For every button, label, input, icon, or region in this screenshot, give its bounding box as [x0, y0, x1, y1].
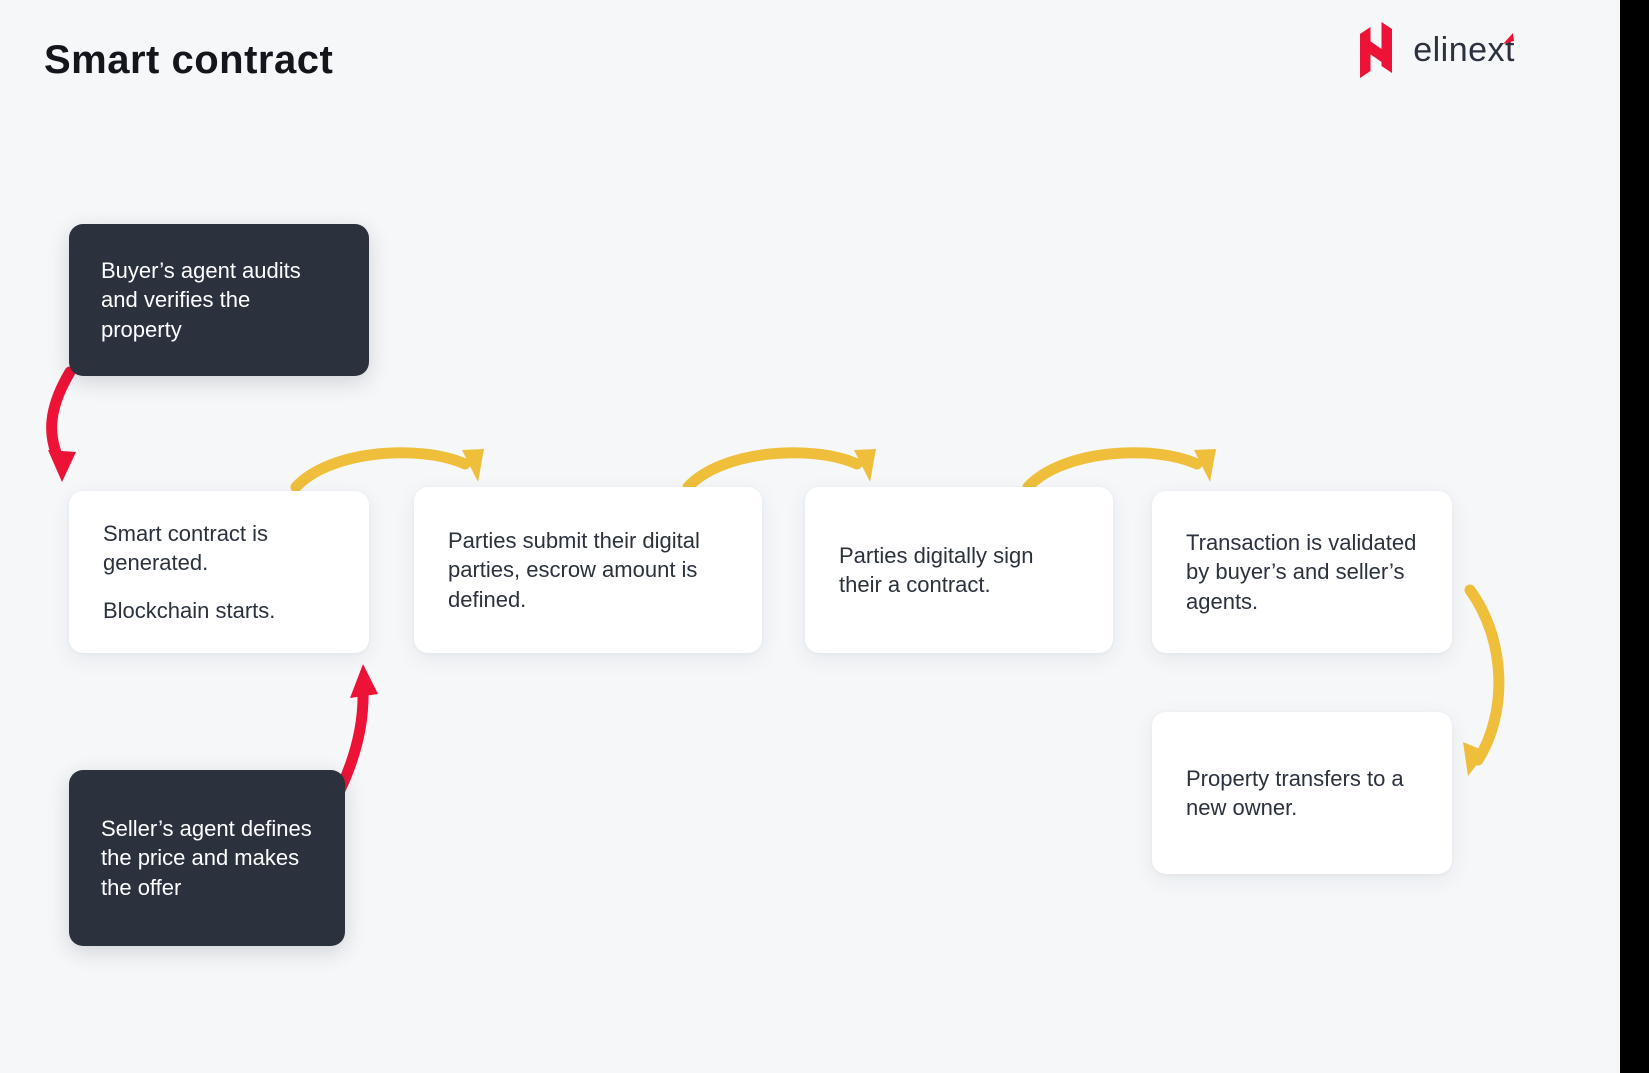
node-text: Parties digitally sign their a contract. — [839, 542, 1034, 597]
node-parties-submit[interactable]: Parties submit their digital parties, es… — [414, 487, 762, 653]
right-edge-band — [1620, 0, 1649, 1073]
connector-submit-to-sign — [682, 447, 876, 493]
node-text: Buyer’s agent audits and verifies the pr… — [101, 258, 301, 342]
node-smart-contract[interactable]: Smart contract is generated. Blockchain … — [69, 491, 369, 653]
brand-logo: elinext — [1353, 22, 1515, 78]
node-seller-agent[interactable]: Seller’s agent defines the price and mak… — [69, 770, 345, 946]
node-property-transfers[interactable]: Property transfers to a new owner. — [1152, 712, 1452, 874]
node-parties-sign[interactable]: Parties digitally sign their a contract. — [805, 487, 1113, 653]
connector-transaction-to-property — [1463, 584, 1505, 776]
node-text: Parties submit their digital parties, es… — [448, 528, 700, 612]
node-buyer-agent[interactable]: Buyer’s agent audits and verifies the pr… — [69, 224, 369, 376]
elinext-n-mark-icon — [1353, 22, 1399, 78]
connector-smart-to-submit — [290, 447, 484, 493]
connector-sign-to-transaction — [1022, 447, 1216, 493]
node-transaction-validated[interactable]: Transaction is validated by buyer’s and … — [1152, 491, 1452, 653]
node-text-secondary: Blockchain starts. — [103, 597, 276, 623]
page-title: Smart contract — [44, 38, 334, 82]
node-text: Smart contract is generated. — [103, 521, 269, 576]
brand-accent-icon — [1503, 33, 1514, 44]
node-text: Transaction is validated by buyer’s and … — [1186, 530, 1417, 614]
brand-wordmark: elinext — [1413, 33, 1515, 67]
node-text: Property transfers to a new owner. — [1186, 765, 1404, 820]
node-text: Seller’s agent defines the price and mak… — [101, 816, 312, 900]
connector-seller-to-smart-contract — [334, 664, 378, 796]
brand-wordmark-text: elinext — [1413, 31, 1515, 69]
connector-buyer-to-smart-contract — [46, 366, 76, 482]
